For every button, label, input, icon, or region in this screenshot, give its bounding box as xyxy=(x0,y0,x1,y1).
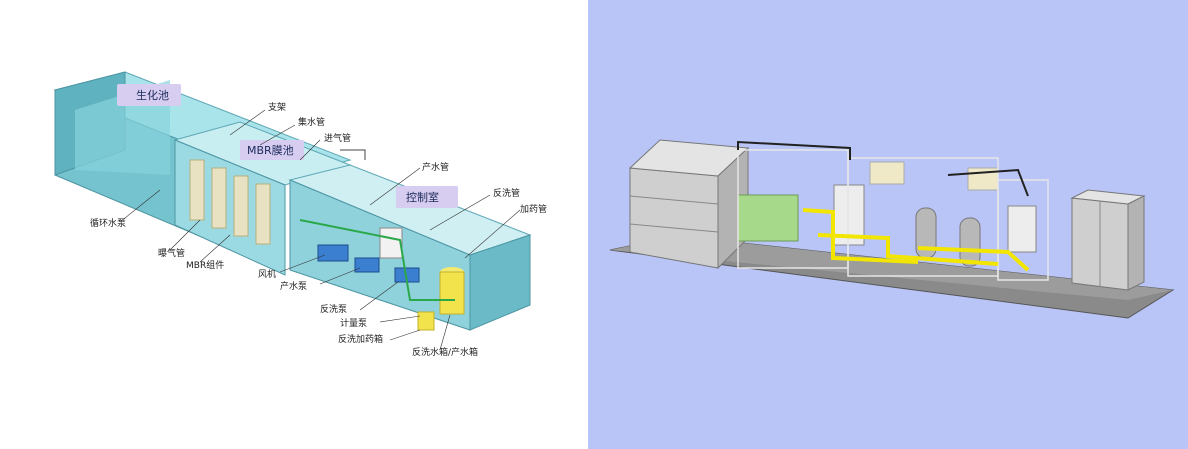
mbr-module-4 xyxy=(255,183,271,245)
label-air-inlet-pipe: 进气管 xyxy=(324,132,351,144)
black-pipes xyxy=(737,140,1029,197)
skid-3d-render xyxy=(588,0,1188,449)
label-dosing-pipe: 加药管 xyxy=(520,203,547,215)
label-backwash-pipe: 反洗管 xyxy=(493,187,520,199)
label-circulation-pump: 循环水泵 xyxy=(90,217,126,229)
skid-render-svg xyxy=(609,139,1175,319)
frame-structure xyxy=(737,149,1049,281)
left-cabinet-seam-2 xyxy=(629,223,719,233)
dosing-tank xyxy=(417,311,435,331)
leader-lines xyxy=(119,109,521,351)
mbr-process-diagram: 生化池 MBR膜池 控制室 支架 集水管 进气管 产水管 反洗管 xyxy=(0,0,588,449)
mbr-tank-label: MBR膜池 xyxy=(247,144,294,157)
label-collector-pipe: 集水管 xyxy=(298,116,325,128)
mbr-module-2 xyxy=(211,167,227,229)
mbr-diagram-svg: 生化池 MBR膜池 控制室 支架 集水管 进气管 产水管 反洗管 xyxy=(53,71,547,358)
mbr-module-1 xyxy=(189,159,205,221)
left-cabinet-front xyxy=(629,167,719,269)
blower-unit xyxy=(317,244,349,262)
label-aeration-pipe: 曝气管 xyxy=(158,247,185,259)
label-mbr-module: MBR组件 xyxy=(186,259,224,271)
left-cabinet-seam-1 xyxy=(629,195,719,205)
label-product-pump: 产水泵 xyxy=(280,280,307,292)
right-cabinet-side xyxy=(1127,195,1145,291)
label-bracket: 支架 xyxy=(268,101,286,113)
control-cabinet xyxy=(379,227,403,259)
control-room-bubble xyxy=(396,186,458,208)
green-pipe-network xyxy=(299,219,455,301)
label-backwash-pump: 反洗泵 xyxy=(320,303,347,315)
bio-tank-bubble xyxy=(117,84,181,106)
equipment-room-side xyxy=(469,234,531,331)
label-blower: 风机 xyxy=(258,268,276,280)
green-panel xyxy=(737,194,799,242)
air-pipe xyxy=(340,149,366,160)
label-metering-pump: 计量泵 xyxy=(340,317,367,329)
yellow-pipes xyxy=(802,208,1030,272)
label-water-tanks: 反洗水箱/产水箱 xyxy=(412,346,478,358)
water-tank xyxy=(439,271,465,315)
control-panel-2 xyxy=(1007,205,1037,253)
skid-base-top xyxy=(610,236,1173,300)
pressure-vessel-2 xyxy=(959,217,981,267)
bio-tank-label: 生化池 xyxy=(136,88,169,102)
mbr-tank-bubble xyxy=(240,140,304,160)
label-product-pipe: 产水管 xyxy=(422,161,449,173)
upper-tank-1 xyxy=(869,161,905,185)
control-room-label: 控制室 xyxy=(406,190,439,204)
label-backwash-dosing-tank: 反洗加药箱 xyxy=(338,333,383,345)
pump-unit-1 xyxy=(354,257,380,273)
mbr-module-3 xyxy=(233,175,249,237)
